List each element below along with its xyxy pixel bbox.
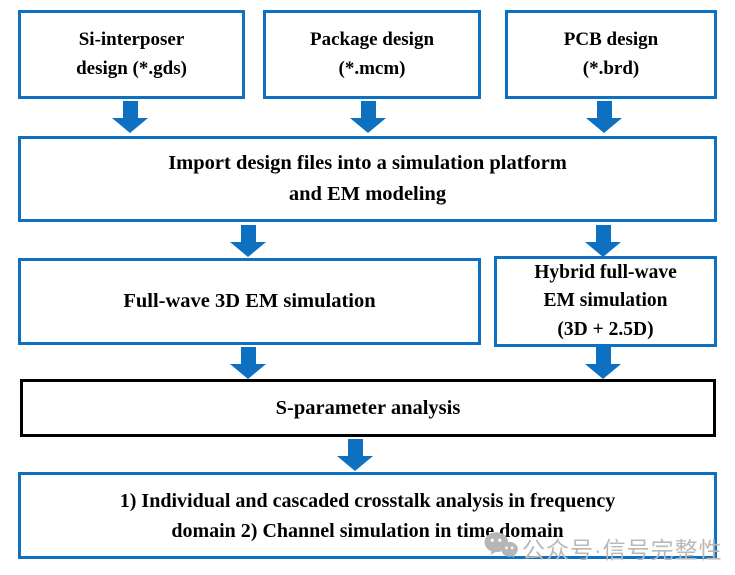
arrow-head	[230, 364, 266, 379]
arrow-import-to-hybrid-icon	[585, 225, 621, 257]
arrow-sparam-to-analysis-icon	[337, 439, 373, 471]
arrow-fullwave-to-sparam-icon	[230, 347, 266, 379]
node-si-interposer-design: Si-interposer design (*.gds)	[18, 10, 245, 99]
node-pcb-design: PCB design (*.brd)	[505, 10, 717, 99]
arrow-stem	[595, 347, 611, 364]
arrow-si-to-import-icon	[112, 101, 148, 133]
arrow-head	[585, 242, 621, 257]
arrow-package-to-import-icon	[350, 101, 386, 133]
arrow-pcb-to-import-icon	[586, 101, 622, 133]
arrow-stem	[347, 439, 363, 456]
arrow-stem	[240, 347, 256, 364]
node-hybrid-fullwave-em-simulation: Hybrid full-wave EM simulation (3D + 2.5…	[494, 256, 717, 347]
arrow-head	[585, 364, 621, 379]
arrow-stem	[596, 101, 612, 118]
node-crosstalk-channel-analysis: 1) Individual and cascaded crosstalk ana…	[18, 472, 717, 559]
node-fullwave-3d-em-simulation: Full-wave 3D EM simulation	[18, 258, 481, 345]
arrow-stem	[240, 225, 256, 242]
node-import-em-modeling: Import design files into a simulation pl…	[18, 136, 717, 222]
arrow-head	[337, 456, 373, 471]
arrow-import-to-fullwave-icon	[230, 225, 266, 257]
node-s-parameter-analysis: S-parameter analysis	[20, 379, 716, 437]
arrow-hybrid-to-sparam-icon	[585, 347, 621, 379]
arrow-stem	[360, 101, 376, 118]
arrow-stem	[595, 225, 611, 242]
arrow-head	[586, 118, 622, 133]
arrow-head	[350, 118, 386, 133]
arrow-head	[230, 242, 266, 257]
arrow-head	[112, 118, 148, 133]
arrow-stem	[122, 101, 138, 118]
node-package-design: Package design (*.mcm)	[263, 10, 481, 99]
